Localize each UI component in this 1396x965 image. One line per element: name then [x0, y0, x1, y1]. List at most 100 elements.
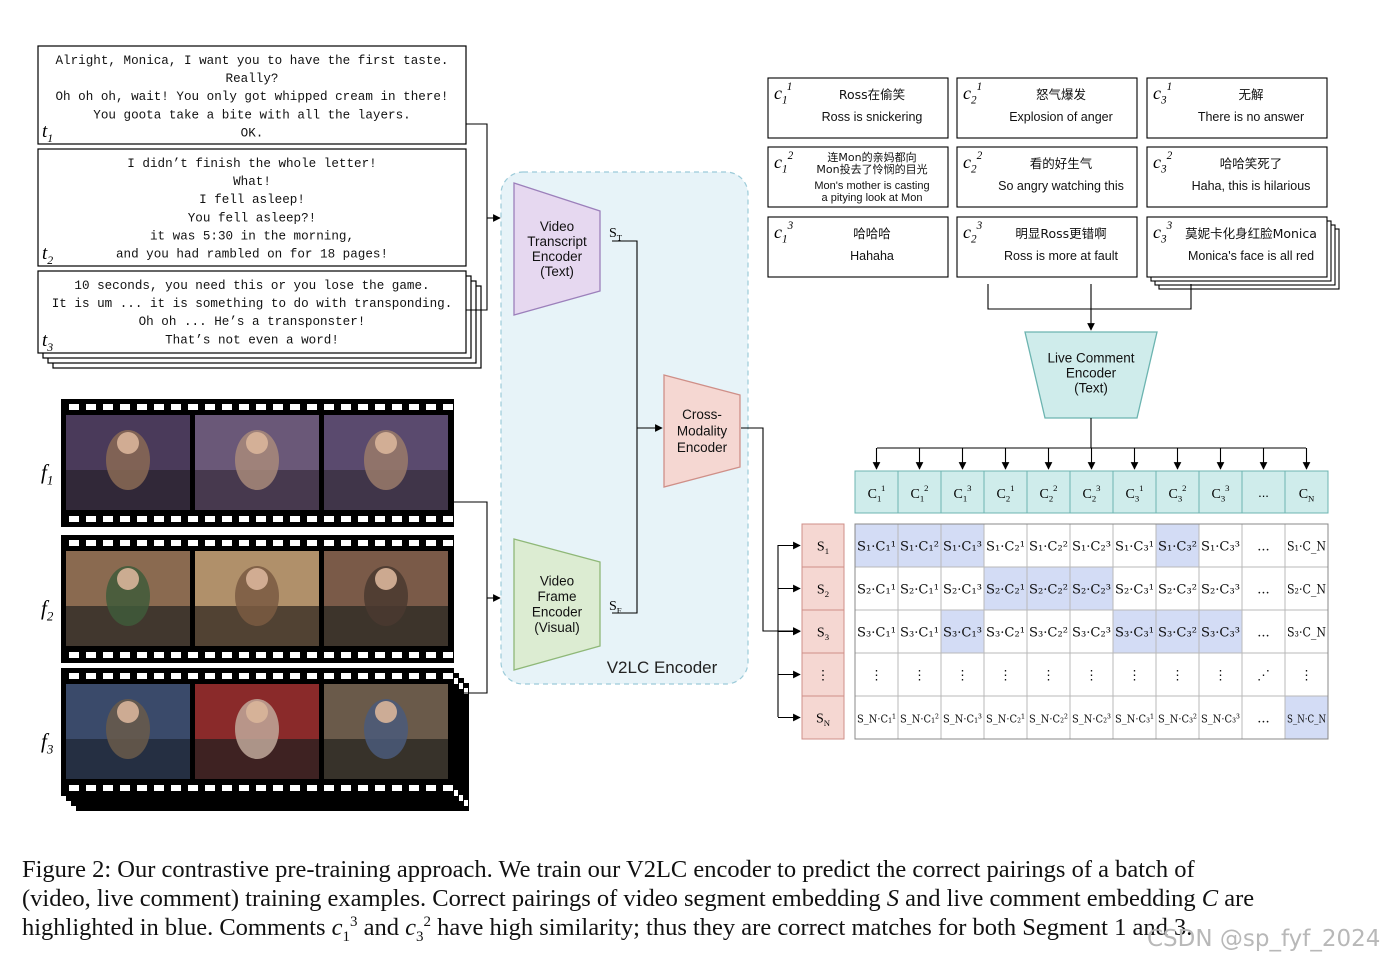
transcript-label-t1: t1: [42, 121, 53, 145]
col-header-cell: [1284, 470, 1329, 514]
matrix-cell-value: ⋮: [1128, 669, 1141, 684]
st-label: ST: [609, 226, 623, 243]
film-perforation: [69, 540, 79, 546]
film-perforation: [409, 540, 419, 546]
comment-encoder-label: Live Comment: [1047, 351, 1134, 366]
caption-line-1: Figure 2: Our contrastive pre-training a…: [22, 856, 1195, 883]
col-header-cell: [940, 470, 985, 514]
col-header-label: C21: [996, 483, 1014, 504]
sf-label: SF: [609, 599, 622, 616]
figure-caption: Figure 2: Our contrastive pre-training a…: [22, 855, 1367, 944]
matrix-cell: [1112, 695, 1157, 740]
matrix-cell-value: S₂·C₁¹: [857, 583, 896, 598]
film-perforation: [222, 785, 232, 791]
film-perforation: [273, 404, 283, 410]
video-frame-figure: [364, 566, 408, 626]
matrix-cell: [854, 609, 899, 654]
film-perforation: [154, 673, 164, 679]
film-perforation: [222, 404, 232, 410]
matrix-cell: [1155, 652, 1200, 697]
film-perforation: [375, 785, 385, 791]
film-perforation: [409, 652, 419, 658]
film-perforation: [154, 404, 164, 410]
film-perforation: [358, 673, 368, 679]
col-header-label: C11: [868, 483, 886, 504]
film-perforation: [188, 404, 198, 410]
film-perforation: [324, 673, 334, 679]
film-perforation: [120, 404, 130, 410]
transcript-encoder-label: Encoder: [532, 249, 583, 264]
matrix-cell-highlighted: [1112, 609, 1157, 654]
matrix-cell-value: S₃·C₂²: [1029, 626, 1068, 641]
comment-box: [767, 146, 949, 208]
transcript-line: it was 5:30 in the morning,: [150, 229, 354, 243]
film-perforation: [324, 516, 334, 522]
film-perforation: [341, 652, 351, 658]
row-header-label: S3: [817, 626, 829, 643]
film-perforation: [239, 785, 249, 791]
matrix-cell: [897, 652, 942, 697]
film-perforation: [392, 673, 402, 679]
film-perforation: [324, 652, 334, 658]
matrix-cell-value: S₁·C₃¹: [1115, 540, 1154, 555]
matrix-cell: [897, 566, 942, 611]
film-perforation: [137, 404, 147, 410]
film-perforation: [171, 516, 181, 522]
film-perforation: [443, 516, 453, 522]
matrix-cell-highlighted: [940, 609, 985, 654]
comment-zh: 无解: [1238, 87, 1263, 102]
film-perforation: [426, 404, 436, 410]
row-header-label: SN: [816, 712, 831, 729]
comment-zh: 明显Ross更错啊: [1015, 226, 1106, 241]
film-perforation: [307, 516, 317, 522]
matrix-cell-highlighted: [1069, 566, 1114, 611]
transcript-line: I didn’t finish the whole letter!: [127, 157, 376, 171]
film-perforation: [392, 540, 402, 546]
matrix-cell-value: ...: [1257, 712, 1269, 727]
matrix-cell: [854, 652, 899, 697]
cross-encoder-label: Cross-: [682, 407, 722, 422]
film-perforation: [222, 516, 232, 522]
transcript-line: You goota take a bite with all the layer…: [93, 108, 410, 122]
comment-id: c32: [1153, 150, 1173, 176]
film-perforation: [171, 652, 181, 658]
col-header-cell: [1241, 470, 1286, 514]
film-perforation: [222, 652, 232, 658]
transcript-box-3: [37, 270, 467, 354]
film-perforation: [103, 540, 113, 546]
transcript-label-t3: t3: [42, 330, 53, 354]
frame-label-f1: f1: [41, 460, 53, 487]
matrix-cell: [1026, 695, 1071, 740]
film-perforation: [86, 516, 96, 522]
comment-en: Ross is more at fault: [1004, 249, 1118, 263]
film-perforation: [307, 785, 317, 791]
film-perforation: [324, 404, 334, 410]
film-perforation: [290, 404, 300, 410]
comment-box: [956, 77, 1138, 139]
film-perforation: [375, 516, 385, 522]
film-perforation: [188, 516, 198, 522]
row-header-label: S2: [817, 583, 829, 600]
matrix-cell-value: S₃·C₁³: [943, 626, 982, 641]
comment-id: c11: [774, 81, 792, 107]
film-perforation: [358, 785, 368, 791]
comment-encoder-label: (Text): [1074, 381, 1108, 396]
col-header-cell: [983, 470, 1028, 514]
matrix-cell-value: S_N·C₃²: [1158, 712, 1197, 726]
matrix-cell-value: ...: [1257, 583, 1269, 598]
comment-en: Hahaha: [850, 249, 894, 263]
film-perforation: [256, 516, 266, 522]
matrix-cell-value: S₃·C₃¹: [1115, 626, 1154, 641]
live-comment-encoder: [1024, 331, 1158, 419]
video-frame-face: [375, 568, 397, 590]
col-header-cell: [1198, 470, 1243, 514]
matrix-cell-value: S_N·C₁³: [943, 712, 982, 726]
matrix-cell: [1155, 566, 1200, 611]
film-perforation: [103, 404, 113, 410]
frame-label-f3: f3: [41, 729, 54, 756]
col-header-label: C13: [953, 483, 971, 504]
comment-encoder-label: Encoder: [1066, 366, 1117, 381]
film-perforation: [154, 540, 164, 546]
comment-en: Haha, this is hilarious: [1192, 179, 1311, 193]
